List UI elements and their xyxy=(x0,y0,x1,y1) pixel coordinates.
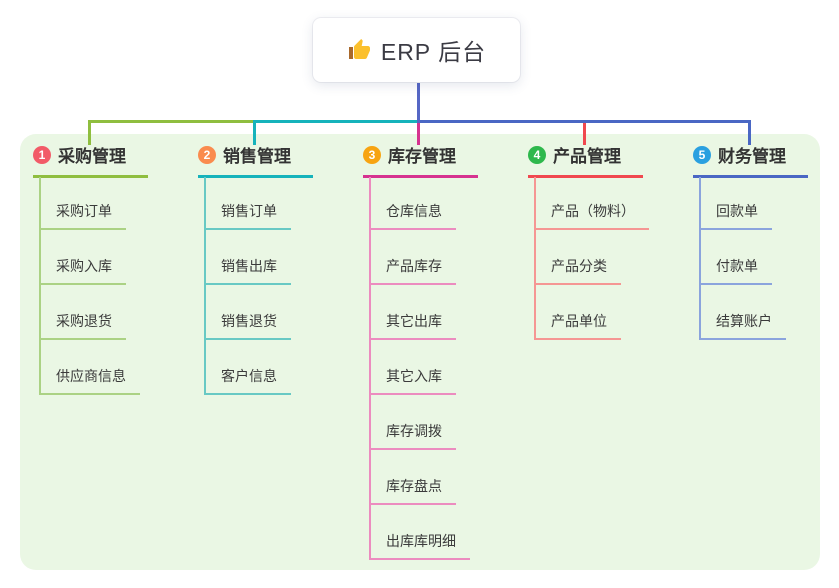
branch-node-purchase[interactable]: 1 采购管理 xyxy=(33,142,148,178)
child-node-label: 库存调拨 xyxy=(371,421,456,450)
child-node-label: 其它入库 xyxy=(371,366,456,395)
child-node-label: 销售退货 xyxy=(206,311,291,340)
child-node-label: 客户信息 xyxy=(206,366,291,395)
branch-number-badge: 1 xyxy=(33,145,51,164)
child-node[interactable]: 产品分类 xyxy=(536,230,649,285)
branch-children-inventory: 仓库信息 产品库存 其它出库 其它入库 库存调拨 库存盘点 出库库明细 xyxy=(369,177,470,560)
child-node-label: 出库库明细 xyxy=(371,531,470,560)
child-node-label: 其它出库 xyxy=(371,311,456,340)
child-node[interactable]: 产品库存 xyxy=(371,230,470,285)
bus-line-segment xyxy=(88,120,254,123)
bus-line-segment xyxy=(417,120,751,123)
branch-label: 销售管理 xyxy=(223,147,291,166)
branch-node-sales[interactable]: 2 销售管理 xyxy=(198,142,313,178)
child-node-label: 采购退货 xyxy=(41,311,126,340)
branch-number-badge: 5 xyxy=(693,145,711,164)
branch-number-badge: 3 xyxy=(363,145,381,164)
branch-number-badge: 2 xyxy=(198,145,216,164)
child-node-label: 产品（物料） xyxy=(536,201,649,230)
child-node[interactable]: 库存盘点 xyxy=(371,450,470,505)
branches-background-panel xyxy=(20,134,820,570)
branch-drop-line xyxy=(88,120,91,145)
child-node[interactable]: 销售出库 xyxy=(206,230,291,285)
bus-line-segment xyxy=(253,120,418,123)
branch-label: 产品管理 xyxy=(553,147,621,166)
child-node-label: 采购入库 xyxy=(41,256,126,285)
child-node-label: 产品库存 xyxy=(371,256,456,285)
child-node[interactable]: 仓库信息 xyxy=(371,177,470,230)
child-node[interactable]: 采购入库 xyxy=(41,230,140,285)
root-node[interactable]: ERP 后台 xyxy=(313,18,520,82)
branch-number-badge: 4 xyxy=(528,145,546,164)
child-node-label: 产品单位 xyxy=(536,311,621,340)
branch-children-purchase: 采购订单 采购入库 采购退货 供应商信息 xyxy=(39,177,140,395)
child-node[interactable]: 采购退货 xyxy=(41,285,140,340)
branch-label: 财务管理 xyxy=(718,147,786,166)
child-node[interactable]: 销售退货 xyxy=(206,285,291,340)
child-node[interactable]: 其它入库 xyxy=(371,340,470,395)
branch-node-product[interactable]: 4 产品管理 xyxy=(528,142,643,178)
child-node-label: 销售订单 xyxy=(206,201,291,230)
child-node[interactable]: 结算账户 xyxy=(701,285,786,340)
child-node-label: 回款单 xyxy=(701,201,772,230)
thumbs-up-icon xyxy=(347,38,371,62)
child-node[interactable]: 出库库明细 xyxy=(371,505,470,560)
root-trunk-line xyxy=(417,82,420,123)
branch-drop-line xyxy=(417,120,420,145)
child-node-label: 结算账户 xyxy=(701,311,786,340)
child-node[interactable]: 客户信息 xyxy=(206,340,291,395)
child-node-label: 产品分类 xyxy=(536,256,621,285)
child-node[interactable]: 回款单 xyxy=(701,177,786,230)
child-node[interactable]: 产品（物料） xyxy=(536,177,649,230)
branch-drop-line xyxy=(253,120,256,145)
child-node[interactable]: 付款单 xyxy=(701,230,786,285)
child-node[interactable]: 产品单位 xyxy=(536,285,649,340)
branch-children-product: 产品（物料） 产品分类 产品单位 xyxy=(534,177,649,340)
branch-children-sales: 销售订单 销售出库 销售退货 客户信息 xyxy=(204,177,291,395)
child-node-label: 付款单 xyxy=(701,256,772,285)
child-node-label: 销售出库 xyxy=(206,256,291,285)
branch-label: 库存管理 xyxy=(388,147,456,166)
branch-drop-line xyxy=(748,120,751,145)
child-node-label: 采购订单 xyxy=(41,201,126,230)
branch-drop-line xyxy=(583,120,586,145)
child-node-label: 库存盘点 xyxy=(371,476,456,505)
child-node[interactable]: 其它出库 xyxy=(371,285,470,340)
child-node-label: 供应商信息 xyxy=(41,366,140,395)
branch-children-finance: 回款单 付款单 结算账户 xyxy=(699,177,786,340)
child-node[interactable]: 采购订单 xyxy=(41,177,140,230)
child-node[interactable]: 供应商信息 xyxy=(41,340,140,395)
branch-node-finance[interactable]: 5 财务管理 xyxy=(693,142,808,178)
child-node[interactable]: 库存调拨 xyxy=(371,395,470,450)
branch-node-inventory[interactable]: 3 库存管理 xyxy=(363,142,478,178)
root-node-title: ERP 后台 xyxy=(380,39,487,65)
child-node-label: 仓库信息 xyxy=(371,201,456,230)
branch-label: 采购管理 xyxy=(58,147,126,166)
child-node[interactable]: 销售订单 xyxy=(206,177,291,230)
